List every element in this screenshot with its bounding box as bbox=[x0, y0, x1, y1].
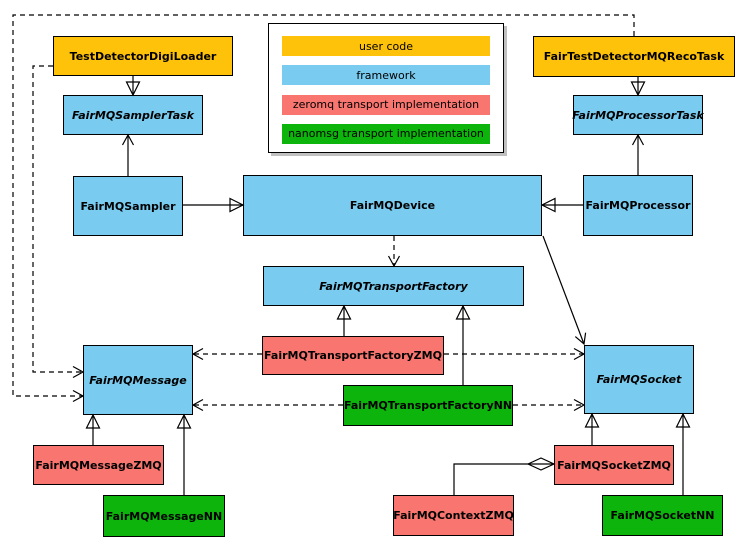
node-fairmqmessage: FairMQMessage bbox=[83, 345, 193, 415]
node-fairmqsocketnn: FairMQSocketNN bbox=[602, 495, 723, 536]
legend-label: nanomsg transport implementation bbox=[288, 127, 484, 141]
node-fairmqmessagezmq: FairMQMessageZMQ bbox=[33, 445, 164, 485]
legend-item-zeromq: zeromq transport implementation bbox=[282, 94, 490, 115]
node-fairmqmessagenn: FairMQMessageNN bbox=[103, 495, 225, 537]
legend-label: framework bbox=[356, 68, 416, 82]
node-fairmqcontextzmq: FairMQContextZMQ bbox=[393, 495, 514, 536]
legend-label: user code bbox=[358, 39, 414, 53]
edge-contextzmq-socketzmq bbox=[453, 457, 556, 495]
node-fairmqtransportfactorynn: FairMQTransportFactoryNN bbox=[343, 385, 513, 426]
legend-item-nanomsg: nanomsg transport implementation bbox=[282, 123, 490, 144]
legend-label: zeromq transport implementation bbox=[292, 98, 480, 112]
node-fairmqsocket: FairMQSocket bbox=[584, 345, 694, 414]
node-fairtestdetectormqrecotask: FairTestDetectorMQRecoTask bbox=[533, 36, 735, 77]
edge-device-socket bbox=[542, 235, 587, 346]
legend-item-user-code: user code bbox=[282, 36, 490, 56]
legend: user code framework zeromq transport imp… bbox=[268, 23, 504, 153]
node-fairmqprocessor: FairMQProcessor bbox=[583, 175, 693, 236]
node-fairmqsocketzmq: FairMQSocketZMQ bbox=[554, 445, 674, 485]
legend-item-framework: framework bbox=[282, 65, 490, 86]
node-fairmqsamplertask: FairMQSamplerTask bbox=[63, 95, 203, 135]
node-testdetectordigiloader: TestDetectorDigiLoader bbox=[53, 36, 233, 76]
node-fairmqsampler: FairMQSampler bbox=[73, 176, 183, 236]
node-fairmqtransportfactoryzmq: FairMQTransportFactoryZMQ bbox=[262, 336, 444, 375]
node-fairmqprocessortask: FairMQProcessorTask bbox=[572, 95, 704, 135]
node-fairmqdevice: FairMQDevice bbox=[243, 175, 542, 236]
node-fairmqtransportfactory: FairMQTransportFactory bbox=[263, 266, 524, 306]
